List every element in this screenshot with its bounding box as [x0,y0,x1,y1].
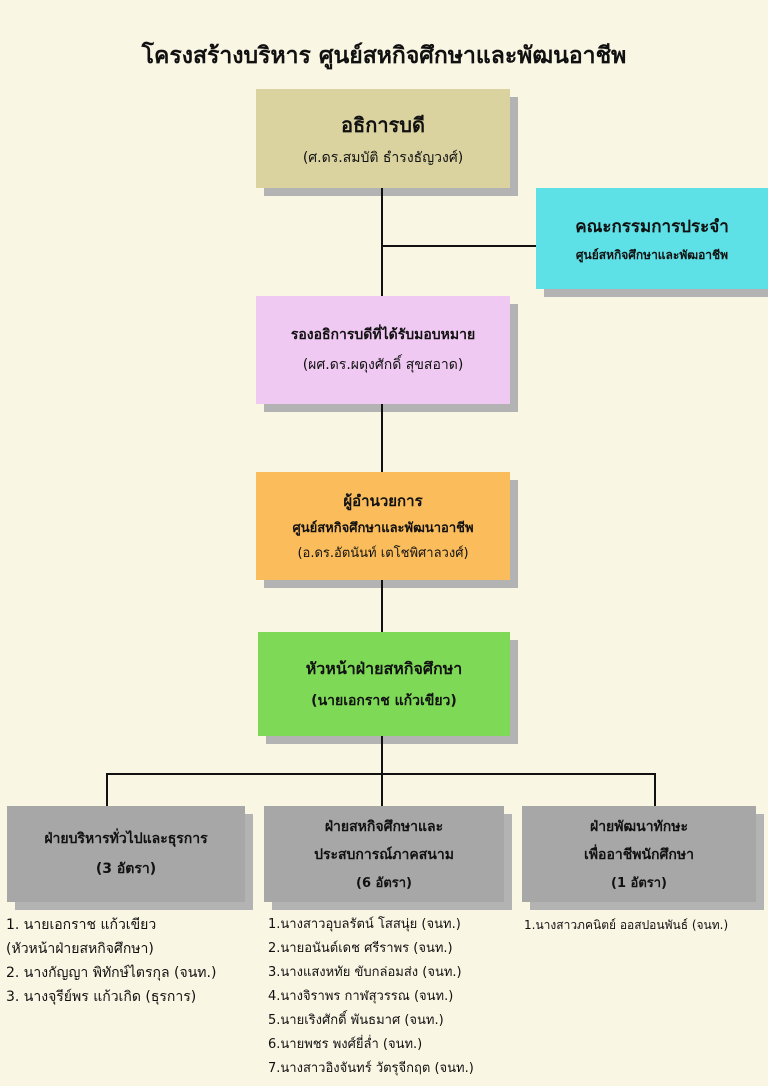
list-item: 6.นายพชร พงศ์ยี่ล่ำ (จนท.) [268,1037,423,1052]
head-title: หัวหน้าฝ่ายสหกิจศึกษา [305,658,463,678]
division-coop-count: (6 อัตรา) [356,875,412,891]
list-item: 4.นางจิราพร กาฬสุวรรณ (จนท.) [268,989,454,1004]
division-skills-count: (1 อัตรา) [611,875,667,891]
division-coop-title-2: ประสบการณ์ภาคสนาม [314,846,454,863]
connector-committee [381,245,536,247]
director-name: (อ.ดร.อัตนันท์ เตโชพิศาลวงศ์) [297,546,469,561]
list-item: 1. นายเอกราช แก้วเขียว [6,917,157,933]
head-box: หัวหน้าฝ่ายสหกิจศึกษา (นายเอกราช แก้วเขี… [258,632,518,744]
committee-subtitle: ศูนย์สหกิจศึกษาและพัฒอาชีพ [575,247,729,262]
division-admin-staff-list: 1. นายเอกราช แก้วเขียว (หัวหน้าฝ่ายสหกิจ… [6,913,216,1009]
connector-division-3 [654,773,656,806]
division-coop-box: ฝ่ายสหกิจศึกษาและ ประสบการณ์ภาคสนาม (6 อ… [264,806,512,910]
connector-head-divisions [381,736,383,774]
division-coop-staff-list: 1.นางสาวอุบลรัตน์ โสสนุ่ย (จนท.) 2.นายอน… [268,913,474,1081]
president-title: อธิการบดี [341,112,425,137]
list-item: 3. นางจุรีย์พร แก้วเกิด (ธุรการ) [6,989,197,1005]
vice-president-box: รองอธิการบดีที่ได้รับมอบหมาย (ผศ.ดร.ผดุง… [256,296,518,412]
president-name: (ศ.ดร.สมบัติ ธำรงธัญวงศ์) [302,149,464,166]
director-title: ผู้อำนวยการ [343,492,423,510]
vice-president-name: (ผศ.ดร.ผดุงศักดิ์ สุขสอาด) [302,357,464,373]
list-item: 1.นางสาวภคนิตย์ ออสปอนพันธ์ (จนท.) [524,918,729,932]
committee-title: คณะกรรมการประจำ [575,216,729,237]
page-title: โครงสร้างบริหาร ศูนย์สหกิจศึกษาและพัฒนอา… [141,43,627,69]
list-item: 5.นายเริงศักดิ์ พันธมาศ (จนท.) [268,1013,444,1028]
division-skills-title-2: เพื่ออาชีพนักศึกษา [584,846,694,863]
connector-division-1 [106,773,108,806]
vice-president-title: รองอธิการบดีที่ได้รับมอบหมาย [290,327,476,343]
committee-box: คณะกรรมการประจำ ศูนย์สหกิจศึกษาและพัฒอาช… [536,188,768,297]
connector-director-head [381,580,383,632]
connector-president-vice [381,188,383,296]
division-skills-staff-list: 1.นางสาวภคนิตย์ ออสปอนพันธ์ (จนท.) [524,913,728,937]
division-admin-count: (3 อัตรา) [95,861,157,877]
division-coop-title: ฝ่ายสหกิจศึกษาและ [324,818,444,835]
head-name: (นายเอกราช แก้วเขียว) [311,692,457,709]
list-item: 2. นางกัญญา พิทักษ์ไตรกุล (จนท.) [6,965,217,981]
connector-vice-director [381,404,383,472]
director-box: ผู้อำนวยการ ศูนย์สหกิจศึกษาและพัฒนาอาชีพ… [256,472,518,588]
list-item: 2.นายอนันต์เดช ศรีราพร (จนท.) [268,941,453,956]
division-skills-title: ฝ่ายพัฒนาทักษะ [589,818,689,835]
division-admin-title: ฝ่ายบริหารทั่วไปและธุรการ [44,831,208,847]
list-item: 1.นางสาวอุบลรัตน์ โสสนุ่ย (จนท.) [268,917,461,932]
list-item: 3.นางแสงหทัย ขับกล่อมส่ง (จนท.) [268,965,462,980]
division-skills-box: ฝ่ายพัฒนาทักษะ เพื่ออาชีพนักศึกษา (1 อัต… [522,806,764,910]
list-item: (หัวหน้าฝ่ายสหกิจศึกษา) [6,941,154,957]
list-item: 7.นางสาวอิงจันทร์ วัตรุจีกฤต (จนท.) [268,1061,474,1076]
president-box: อธิการบดี (ศ.ดร.สมบัติ ธำรงธัญวงศ์) [256,89,518,196]
director-subtitle: ศูนย์สหกิจศึกษาและพัฒนาอาชีพ [292,521,474,536]
division-admin-box: ฝ่ายบริหารทั่วไปและธุรการ (3 อัตรา) [7,806,253,910]
connector-division-2 [381,773,383,806]
